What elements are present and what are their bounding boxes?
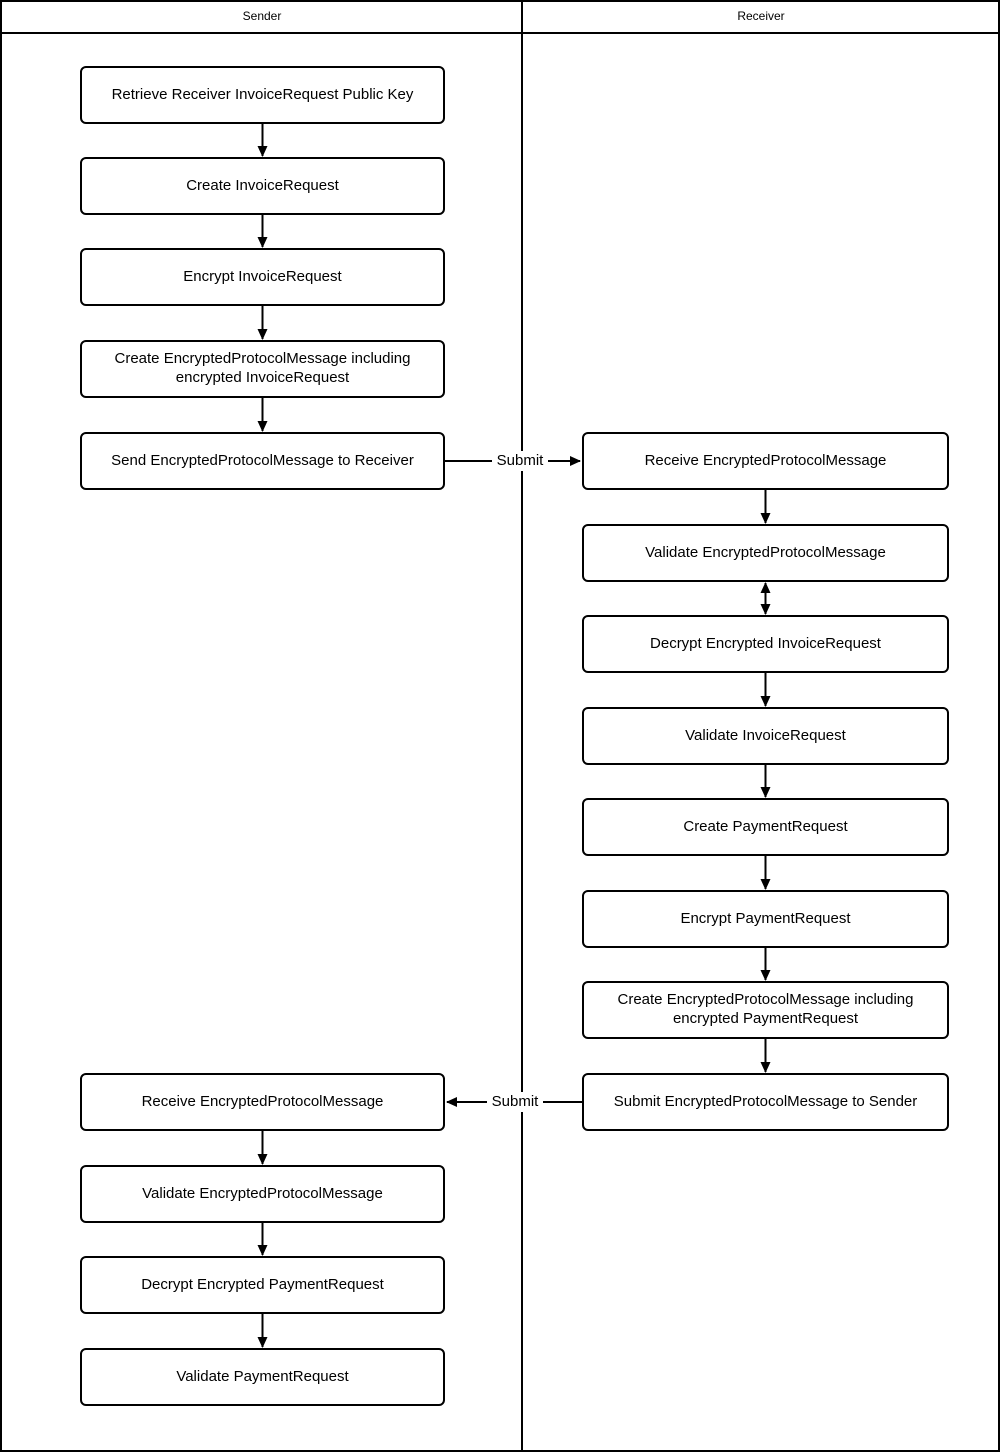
node-label: Receive EncryptedProtocolMessage bbox=[644, 451, 887, 469]
node-label: Decrypt Encrypted PaymentRequest bbox=[141, 1275, 384, 1293]
node-validate-paymentrequest: Validate PaymentRequest bbox=[80, 1348, 445, 1406]
node-receiver-validate-encryptedprotocolmessage: Validate EncryptedProtocolMessage bbox=[582, 524, 949, 582]
node-decrypt-encrypted-invoicerequest: Decrypt Encrypted InvoiceRequest bbox=[582, 615, 949, 673]
node-label: Create PaymentRequest bbox=[683, 817, 848, 835]
node-sender-receive-encryptedprotocolmessage: Receive EncryptedProtocolMessage bbox=[80, 1073, 445, 1131]
header-divider-line bbox=[2, 32, 998, 34]
node-label: Send EncryptedProtocolMessage to Receive… bbox=[111, 451, 414, 469]
node-submit-encryptedprotocolmessage-to-sender: Submit EncryptedProtocolMessage to Sende… bbox=[582, 1073, 949, 1131]
node-label: Retrieve Receiver InvoiceRequest Public … bbox=[111, 85, 414, 103]
node-decrypt-encrypted-paymentrequest: Decrypt Encrypted PaymentRequest bbox=[80, 1256, 445, 1314]
edge-label-submit-to-sender: Submit bbox=[487, 1092, 543, 1112]
lane-header-sender: Sender bbox=[2, 9, 522, 29]
lane-divider-line bbox=[521, 2, 523, 1450]
lane-title-receiver: Receiver bbox=[737, 9, 785, 23]
node-label: Validate InvoiceRequest bbox=[685, 726, 846, 744]
node-create-invoicerequest: Create InvoiceRequest bbox=[80, 157, 445, 215]
node-label: Create EncryptedProtocolMessage includin… bbox=[617, 991, 914, 1027]
node-validate-invoicerequest: Validate InvoiceRequest bbox=[582, 707, 949, 765]
node-label: Submit EncryptedProtocolMessage to Sende… bbox=[613, 1092, 918, 1110]
node-retrieve-receiver-invoicerequest-public-key: Retrieve Receiver InvoiceRequest Public … bbox=[80, 66, 445, 124]
node-label: Validate EncryptedProtocolMessage bbox=[142, 1184, 383, 1202]
node-create-encryptedprotocolmessage-invoicerequest: Create EncryptedProtocolMessage includin… bbox=[80, 340, 445, 398]
node-sender-validate-encryptedprotocolmessage: Validate EncryptedProtocolMessage bbox=[80, 1165, 445, 1223]
node-receiver-receive-encryptedprotocolmessage: Receive EncryptedProtocolMessage bbox=[582, 432, 949, 490]
node-label: Validate EncryptedProtocolMessage bbox=[645, 543, 886, 561]
node-label: Validate PaymentRequest bbox=[176, 1367, 349, 1385]
node-label: Encrypt InvoiceRequest bbox=[183, 267, 342, 285]
node-label: Decrypt Encrypted InvoiceRequest bbox=[650, 634, 881, 652]
node-label: Receive EncryptedProtocolMessage bbox=[141, 1092, 384, 1110]
node-encrypt-invoicerequest: Encrypt InvoiceRequest bbox=[80, 248, 445, 306]
node-label: Create InvoiceRequest bbox=[186, 176, 339, 194]
node-create-encryptedprotocolmessage-paymentrequest: Create EncryptedProtocolMessage includin… bbox=[582, 981, 949, 1039]
lane-header-receiver: Receiver bbox=[522, 9, 998, 29]
node-encrypt-paymentrequest: Encrypt PaymentRequest bbox=[582, 890, 949, 948]
edge-label-submit-to-receiver: Submit bbox=[492, 451, 548, 471]
node-send-encryptedprotocolmessage-to-receiver: Send EncryptedProtocolMessage to Receive… bbox=[80, 432, 445, 490]
lane-title-sender: Sender bbox=[242, 9, 282, 23]
node-label: Encrypt PaymentRequest bbox=[680, 909, 851, 927]
node-create-paymentrequest: Create PaymentRequest bbox=[582, 798, 949, 856]
node-label: Create EncryptedProtocolMessage includin… bbox=[114, 350, 411, 386]
